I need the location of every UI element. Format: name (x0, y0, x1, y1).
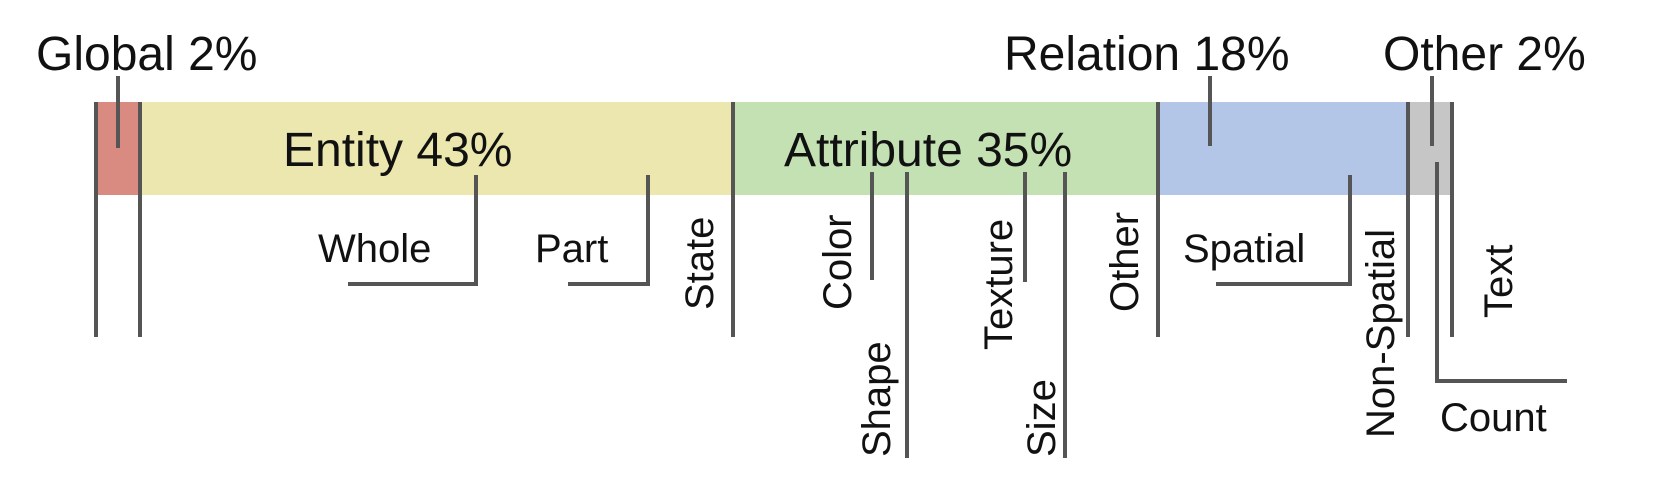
sublabel-color: Color (816, 214, 860, 310)
label-global: Global 2% (36, 28, 257, 81)
sublabel-text: Text (1477, 245, 1521, 318)
label-entity: Entity 43% (283, 124, 512, 177)
label-other: Other 2% (1383, 28, 1586, 81)
sublabel-shape: Shape (855, 341, 899, 457)
sublabel-size: Size (1020, 379, 1064, 457)
label-attribute: Attribute 35% (784, 124, 1072, 177)
sublabel-whole: Whole (318, 227, 431, 271)
label-relation: Relation 18% (1004, 28, 1290, 81)
sublabel-part: Part (535, 227, 608, 271)
sublabel-spatial: Spatial (1183, 227, 1305, 271)
sublabel-state: State (678, 217, 722, 310)
leader-whole (348, 175, 478, 286)
segment-relation (1158, 102, 1408, 195)
leader-part (568, 175, 650, 286)
sublabel-texture: Texture (977, 219, 1021, 350)
leader-spatial (1216, 175, 1352, 286)
segment-attribute (733, 102, 1158, 195)
sublabel-count: Count (1440, 396, 1547, 440)
sublabel-non-spatial: Non-Spatial (1359, 229, 1403, 438)
segment-entity (140, 102, 733, 195)
sublabel-attribute-other: Other (1103, 212, 1147, 312)
leader-count (1435, 162, 1567, 383)
